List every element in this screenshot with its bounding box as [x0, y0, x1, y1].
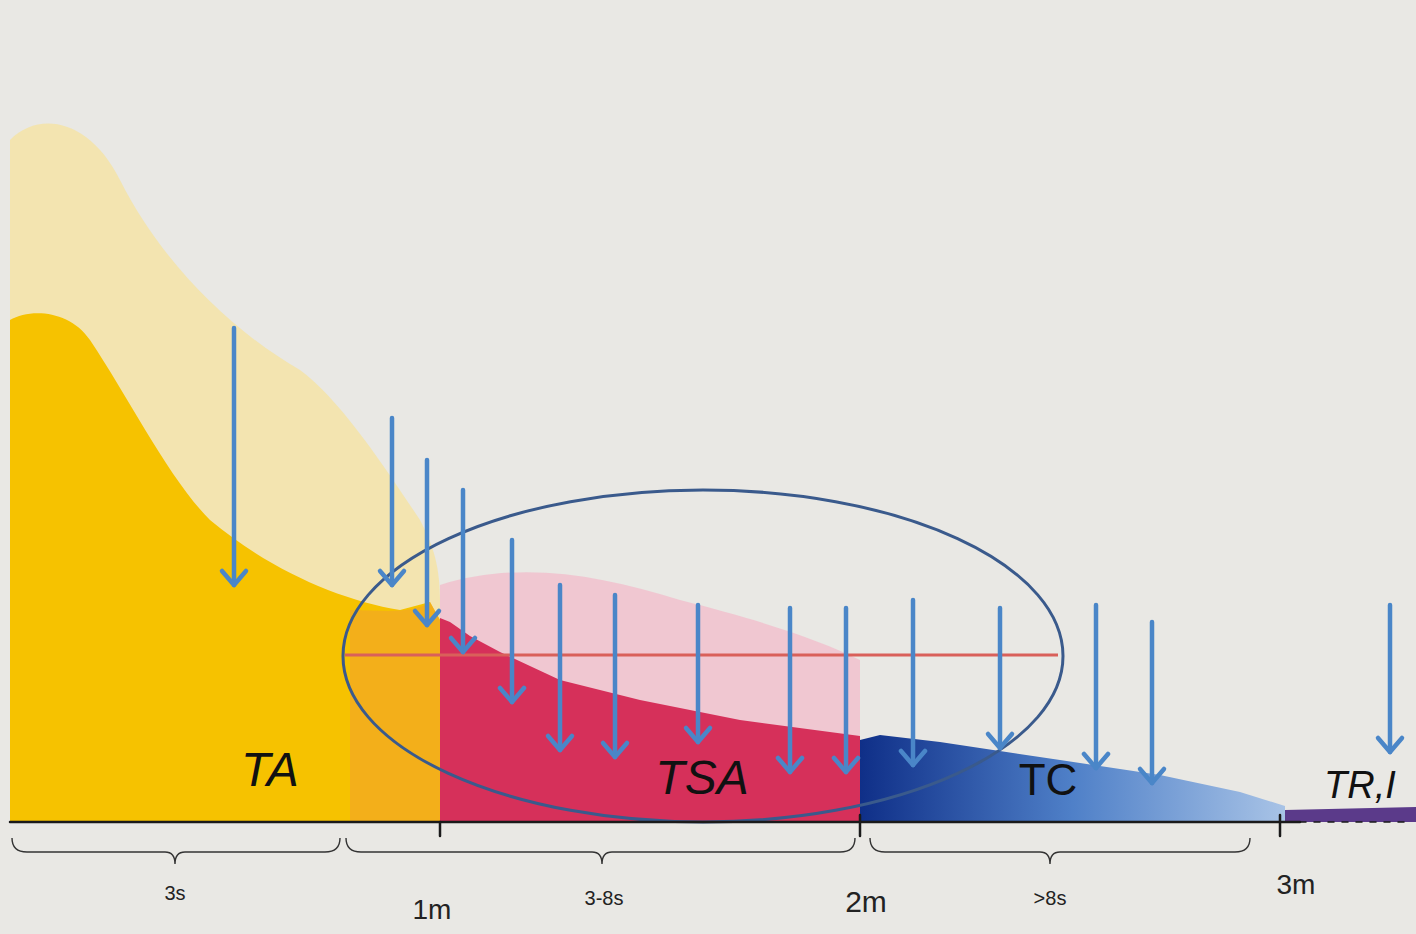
zone-fill — [10, 313, 440, 822]
pale-yellow-wash — [10, 124, 440, 822]
pale-pink-wash — [440, 572, 860, 822]
down-arrow — [613, 595, 618, 757]
zone-shape — [440, 600, 860, 822]
axis-tick — [859, 815, 862, 836]
down-arrow — [558, 585, 563, 750]
down-arrow — [696, 605, 701, 742]
distance-label: 1m — [413, 896, 452, 924]
zone-ellipse — [343, 490, 1063, 822]
down-arrow — [911, 600, 916, 765]
zone-band: TSA — [440, 600, 860, 822]
down-arrow — [232, 328, 237, 585]
time-label: 3s — [164, 883, 185, 903]
zone-band: TR,I — [1285, 760, 1416, 822]
brace — [346, 838, 855, 864]
down-arrow — [1388, 605, 1393, 752]
zone-label: TR,I — [1324, 766, 1396, 804]
down-arrow — [1094, 605, 1099, 768]
zone-label: TA — [241, 746, 299, 794]
brace — [12, 838, 340, 864]
down-arrow — [998, 608, 1003, 748]
time-label: >8s — [1034, 888, 1067, 908]
axis-line — [10, 821, 1300, 824]
axis-tick — [1279, 815, 1282, 836]
rain-arrows — [234, 328, 1390, 783]
distance-label: 2m — [845, 887, 887, 917]
down-arrow — [510, 540, 515, 702]
zone-band: TC — [860, 730, 1285, 822]
down-arrow — [788, 608, 793, 772]
time-label: 3-8s — [585, 888, 624, 908]
zone-label: TSA — [655, 754, 748, 802]
axis-dashes — [1300, 821, 1412, 823]
brace — [870, 838, 1250, 864]
zone-label: TC — [1019, 758, 1078, 802]
down-arrow — [461, 490, 466, 652]
down-arrow — [390, 418, 395, 585]
down-arrow — [425, 460, 430, 625]
zone-shape — [10, 280, 440, 822]
down-arrow — [1150, 622, 1155, 783]
level-line — [345, 654, 1058, 657]
distance-label: 3m — [1277, 871, 1316, 899]
axis-tick — [439, 822, 442, 836]
zone-fill — [440, 618, 860, 822]
down-arrow — [844, 608, 849, 772]
distance-axis — [10, 815, 1412, 836]
time-braces — [12, 838, 1250, 864]
zone-fill — [1285, 807, 1416, 822]
zone-band: TA — [10, 280, 440, 822]
zone-fill — [860, 735, 1285, 822]
